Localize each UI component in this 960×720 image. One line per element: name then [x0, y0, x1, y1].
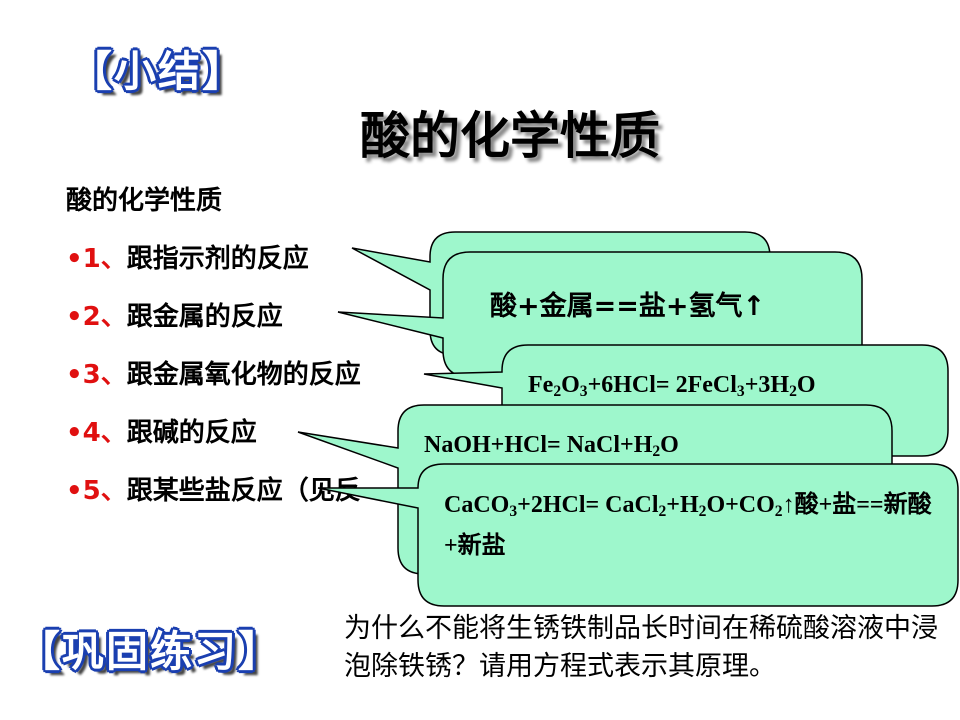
list-item-indicator: •1、跟指示剂的反应	[66, 238, 309, 275]
item-number: •5、	[66, 476, 127, 506]
item-number: •2、	[66, 302, 127, 332]
list-item-oxide: •3、跟金属氧化物的反应	[66, 354, 361, 391]
item-text: 跟金属的反应	[126, 302, 283, 332]
item-number: •3、	[66, 360, 127, 390]
list-item-metal: •2、跟金属的反应	[66, 296, 283, 333]
list-subtitle: 酸的化学性质	[66, 186, 223, 216]
callout-oxide-equation: Fe2O3+6HCl= 2FeCl3+3H2O	[528, 372, 816, 400]
item-number: •4、	[66, 418, 127, 448]
callout-base-equation: NaOH+HCl= NaCl+H2O	[424, 432, 679, 460]
callout-bubble-salt	[317, 463, 959, 607]
item-text: 跟金属氧化物的反应	[126, 360, 361, 390]
item-text: 跟碱的反应	[126, 418, 257, 448]
callout-metal-text: 酸+金属==盐+氢气↑	[490, 291, 766, 322]
item-text: 跟某些盐反应（见反	[126, 476, 361, 506]
summary-badge: 【小结】	[70, 47, 247, 96]
list-item-base: •4、跟碱的反应	[66, 412, 257, 449]
page-title: 酸的化学性质	[360, 107, 660, 165]
list-item-salt: •5、跟某些盐反应（见反	[66, 470, 361, 507]
item-text: 跟指示剂的反应	[126, 244, 309, 274]
callout-salt-equation: CaCO3+2HCl= CaCl2+H2O+CO2↑酸+盐==新酸+新盐	[444, 492, 932, 559]
practice-question: 为什么不能将生锈铁制品长时间在稀硫酸溶液中浸泡除铁锈？请用方程式表示其原理。	[344, 613, 938, 682]
item-number: •1、	[66, 244, 127, 274]
practice-badge: 【巩固练习】	[18, 627, 283, 676]
